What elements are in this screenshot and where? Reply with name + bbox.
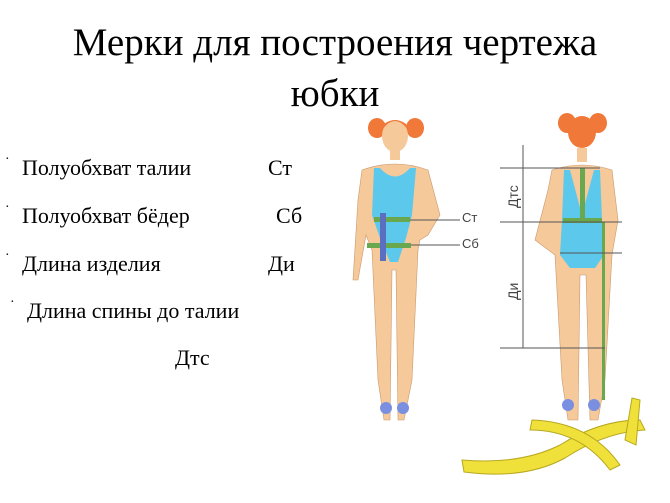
front-figure: Ст Сб — [352, 118, 479, 421]
back-figure: Дтс Ди — [500, 113, 622, 421]
bullet: · — [10, 295, 15, 310]
item-waist-code: Ст — [268, 155, 292, 180]
tape-measure — [461, 397, 646, 475]
item-back-label: Длина спины до талии — [27, 298, 240, 323]
bullet: · — [5, 200, 10, 215]
item-hips-code: Сб — [276, 203, 303, 228]
bullet: · — [5, 152, 10, 167]
item-waist-label: Полуобхват талии — [22, 155, 192, 180]
slide-title-line1: Мерки для построения чертежа — [72, 21, 598, 64]
item-back-code: Дтс — [175, 345, 210, 370]
product-length-label: Ди — [505, 283, 521, 300]
item-hips-label: Полуобхват бёдер — [22, 203, 190, 228]
back-length-label: Дтс — [505, 185, 521, 208]
item-length-code: Ди — [268, 251, 295, 276]
bullet: · — [5, 248, 10, 263]
slide-title-line2: юбки — [290, 72, 380, 115]
item-length-label: Длина изделия — [22, 251, 161, 276]
waist-label: Ст — [462, 210, 477, 225]
hips-label: Сб — [462, 236, 479, 251]
